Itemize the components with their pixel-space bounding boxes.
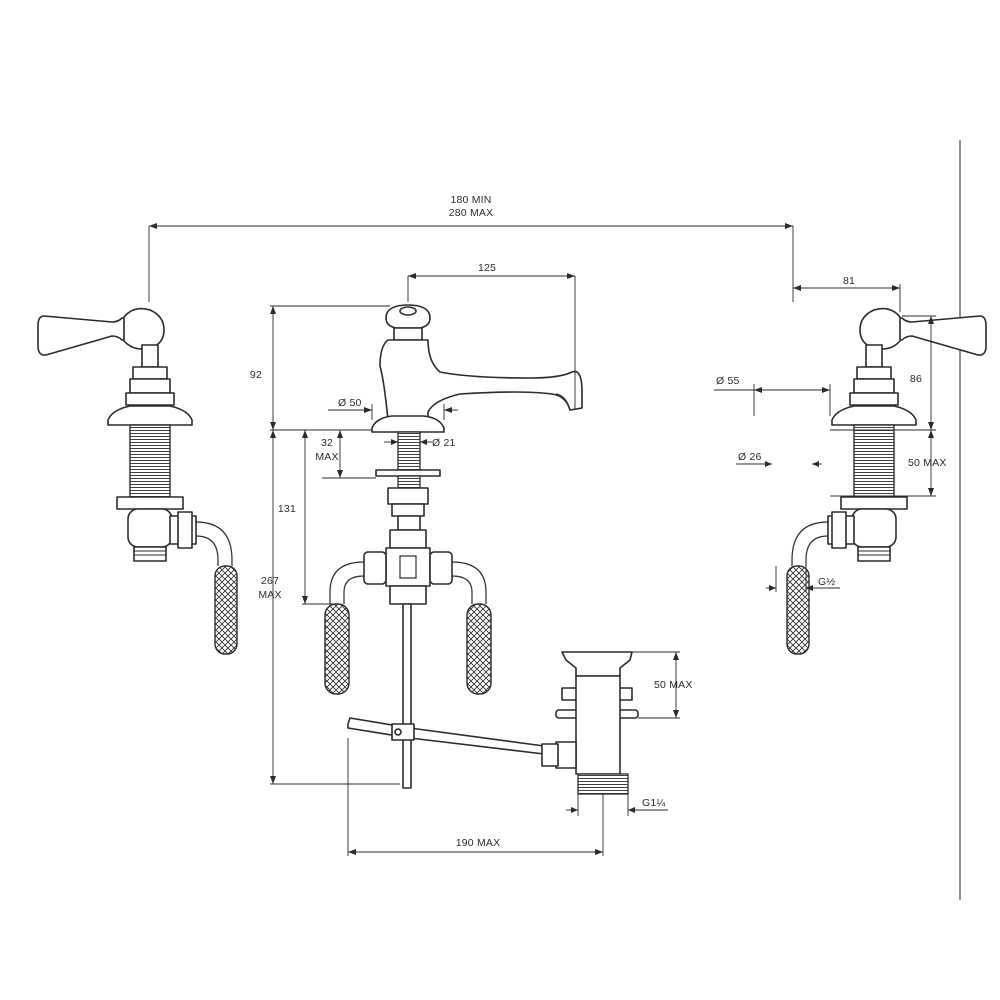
label-handle-height: 86 <box>910 373 922 385</box>
label-spout-shank-dia: Ø 21 <box>432 437 456 449</box>
spout-washer <box>375 469 441 477</box>
spout-left-hose <box>324 603 350 695</box>
label-valve-shank-dia: Ø 26 <box>738 451 762 463</box>
left-headwork-stem <box>141 344 159 368</box>
spout-tail <box>397 515 421 531</box>
left-headwork-nut <box>132 366 168 380</box>
label-waste-rod-max: 190 MAX <box>456 837 501 849</box>
left-lever-hub <box>123 307 165 350</box>
popup-rod <box>402 603 412 789</box>
dimension-labels: 180 MIN 280 MAX 125 92 Ø 50 32 MAX Ø 21 … <box>250 194 947 849</box>
spout-body <box>379 339 583 421</box>
left-lower-body <box>127 508 173 548</box>
popup-knob-top <box>399 306 417 316</box>
label-centres-max: 280 MAX <box>449 207 494 219</box>
waste-pivot-housing <box>555 741 577 769</box>
tee-left-nut <box>363 551 387 585</box>
spout-cap <box>393 327 423 341</box>
spout-outlet <box>555 393 583 411</box>
label-valve-base-dia: Ø 55 <box>716 375 740 387</box>
label-spout-deck-max: MAX <box>315 451 338 463</box>
rod-clevis-screw <box>394 728 402 736</box>
waste-body <box>575 675 621 775</box>
tee-right-nut <box>429 551 453 585</box>
label-spout-height: 92 <box>250 369 262 381</box>
label-centres-min: 180 MIN <box>450 194 491 206</box>
popup-knob <box>385 304 431 329</box>
left-outlet-tail <box>133 546 167 562</box>
waste-pivot-nut <box>541 743 559 767</box>
label-valve-deck-max: 50 MAX <box>908 457 947 469</box>
right-valve <box>786 307 987 655</box>
label-waste-height-max: 50 MAX <box>654 679 693 691</box>
spout-left-pipe <box>329 561 365 604</box>
left-base-flange <box>107 405 193 426</box>
spout-right-pipe <box>451 561 487 604</box>
spout-right-hose <box>466 603 492 695</box>
left-side-connector-nut <box>177 511 193 549</box>
spout-back-nut <box>387 487 429 505</box>
label-valve-thread: G½ <box>818 576 835 588</box>
spout-lower-thread <box>397 475 421 489</box>
left-back-nut <box>116 496 184 510</box>
spout-coupling-nut <box>389 529 427 549</box>
left-headwork-collar <box>125 392 175 406</box>
spout-base <box>371 415 445 433</box>
tee-bottom-nut <box>389 585 427 605</box>
label-spout-shank-length: 131 <box>278 503 296 515</box>
left-lever-handle <box>37 315 131 356</box>
label-spout-reach: 125 <box>478 262 496 274</box>
rod-clevis <box>391 723 415 741</box>
label-handle-length: 81 <box>843 275 855 287</box>
mixing-tee-window <box>399 555 417 579</box>
label-spout-deck: 32 <box>321 437 333 449</box>
spout-nut-2 <box>391 503 425 517</box>
label-total-height: 267 <box>261 575 279 587</box>
waste-lever-rod <box>347 717 545 755</box>
mixing-tee <box>385 547 431 587</box>
left-threaded-shank <box>129 424 171 498</box>
waste-tail-thread <box>577 773 629 795</box>
waste-plug-top <box>561 651 633 677</box>
spout-assembly <box>324 304 583 789</box>
left-valve <box>37 307 238 655</box>
left-hose-bend <box>195 521 233 566</box>
label-waste-thread: G1¼ <box>642 797 665 809</box>
popup-waste <box>541 651 639 795</box>
dimension-lines <box>148 223 936 856</box>
label-spout-base-dia: Ø 50 <box>338 397 362 409</box>
label-total-height-max: MAX <box>258 589 281 601</box>
left-braided-hose <box>214 565 238 655</box>
spout-threaded-shank <box>397 431 421 471</box>
left-headwork-body <box>129 378 171 394</box>
